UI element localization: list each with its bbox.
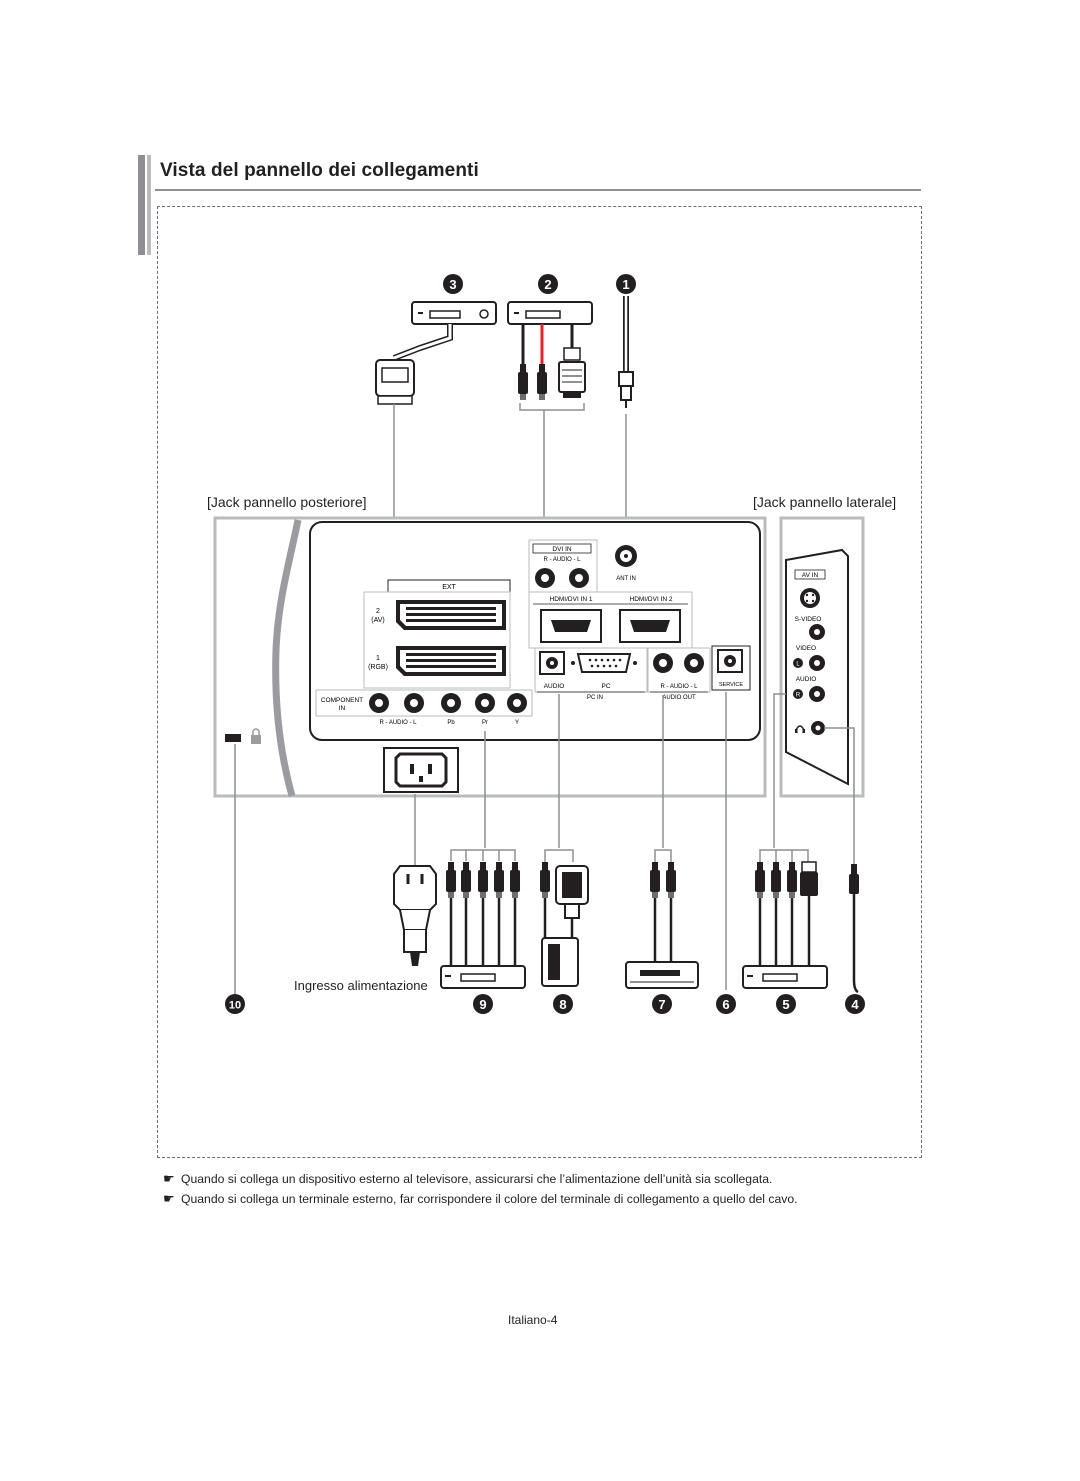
svg-text:2: 2 [544, 277, 551, 292]
svg-text:R - AUDIO - L: R - AUDIO - L [543, 557, 581, 563]
svg-text:SERVICE: SERVICE [719, 682, 743, 688]
hdmi-port-2 [619, 609, 681, 643]
audio-out-cable [625, 849, 699, 989]
callout-2: 2 [538, 274, 558, 294]
svg-text:1: 1 [376, 655, 380, 662]
kensington-slot [225, 734, 241, 742]
side-audio-l-jack [809, 655, 825, 671]
antenna-cable [618, 296, 634, 408]
page-title: Vista del pannello dei collegamenti [160, 160, 479, 181]
hdmi-port-1 [540, 609, 602, 643]
svg-text:HDMI/DVI IN 2: HDMI/DVI IN 2 [630, 596, 673, 603]
pointing-hand-icon: ☛ [163, 1171, 175, 1186]
svg-text:PC IN: PC IN [587, 695, 603, 701]
svg-text:Pr: Pr [482, 720, 488, 726]
svg-text:PC: PC [601, 683, 610, 690]
headphone-cable [849, 864, 859, 994]
svg-text:(AV): (AV) [371, 617, 384, 624]
ant-in-jack: ANT IN [615, 545, 637, 582]
diagram-frame [157, 206, 922, 1158]
svg-text:EXT: EXT [442, 584, 456, 591]
callout-7: 7 [652, 994, 672, 1014]
svg-text:(RGB): (RGB) [368, 664, 388, 671]
device-2 [507, 301, 593, 411]
component-jacks [369, 693, 527, 713]
callout-8: 8 [553, 994, 573, 1014]
svg-text:1: 1 [622, 277, 629, 292]
svg-text:R: R [796, 693, 801, 699]
svg-text:AV IN: AV IN [802, 572, 819, 579]
svg-text:6: 6 [722, 997, 729, 1012]
scart-rgb-port [396, 646, 506, 676]
svg-text:AUDIO OUT: AUDIO OUT [662, 695, 696, 701]
svg-text:COMPONENT: COMPONENT [321, 697, 363, 704]
svg-text:AUDIO: AUDIO [796, 676, 817, 683]
device-3 [375, 301, 497, 405]
svg-text:10: 10 [229, 1000, 241, 1012]
callout-1: 1 [616, 274, 636, 294]
power-cable [393, 865, 437, 966]
audio-out-jacks [653, 653, 704, 673]
svg-text:2: 2 [376, 608, 380, 615]
callout-3: 3 [443, 274, 463, 294]
pc-cable [540, 849, 589, 987]
headphone-jack [811, 721, 825, 735]
note-2: ☛ Quando si collega un terminale esterno,… [163, 1191, 823, 1207]
svg-text:5: 5 [782, 997, 789, 1012]
kensington-lock-icon [251, 728, 261, 744]
svg-text:4: 4 [851, 997, 859, 1012]
cable-lines [234, 692, 855, 995]
power-input-label: Ingresso alimentazione [294, 978, 428, 993]
svg-text:S-VIDEO: S-VIDEO [795, 616, 822, 623]
side-audio-r-jack [809, 686, 825, 702]
component-cable [440, 849, 526, 989]
svg-text:VIDEO: VIDEO [796, 645, 816, 652]
svg-text:7: 7 [658, 997, 665, 1012]
svg-text:L: L [796, 662, 800, 668]
side-panel: AV IN S-VIDEO VIDEO L AUDIO R [779, 516, 865, 798]
svg-text:HDMI/DVI IN 1: HDMI/DVI IN 1 [550, 596, 593, 603]
s-video-jack [800, 588, 820, 608]
note-1: ☛ Quando si collega un dispositivo estern… [163, 1171, 823, 1187]
scart-av-port [396, 600, 506, 630]
power-socket [383, 747, 459, 793]
note-1-text: Quando si collega un dispositivo esterno… [181, 1172, 773, 1186]
headphone-icon [795, 725, 805, 733]
callout-5: 5 [776, 994, 796, 1014]
note-2-text: Quando si collega un terminale esterno, … [181, 1192, 798, 1206]
service-jack [717, 649, 743, 673]
svg-text:9: 9 [479, 997, 486, 1012]
title-accent-bar-light [147, 155, 151, 255]
side-video-jack [809, 624, 825, 640]
callout-10: 10 [225, 994, 245, 1014]
side-av-cable [742, 849, 828, 989]
svg-text:R - AUDIO - L: R - AUDIO - L [660, 684, 698, 690]
callout-6: 6 [716, 994, 736, 1014]
pointing-hand-icon: ☛ [163, 1191, 175, 1206]
svg-text:DVI IN: DVI IN [552, 546, 571, 553]
title-rule [155, 189, 921, 191]
svg-text:8: 8 [559, 997, 566, 1012]
pc-audio-jack [539, 651, 565, 675]
svg-text:Pb: Pb [447, 720, 455, 726]
dvi-audio-jacks [535, 568, 589, 588]
rear-panel: EXT 2 (AV) 1 (RGB) COMPONENT I [213, 516, 767, 798]
page-number: Italiano-4 [508, 1313, 558, 1327]
rear-panel-label: [Jack pannello posteriore] [207, 494, 367, 510]
svg-text:IN: IN [339, 705, 346, 712]
svg-text:AUDIO: AUDIO [544, 683, 565, 690]
svg-text:3: 3 [449, 277, 456, 292]
svg-text:ANT IN: ANT IN [616, 576, 636, 582]
svg-text:Y: Y [515, 720, 519, 726]
side-panel-label: [Jack pannello laterale] [753, 494, 897, 510]
callout-4: 4 [845, 994, 865, 1014]
pc-vga-port [571, 653, 637, 673]
title-accent-bar [138, 155, 145, 255]
callout-9: 9 [473, 994, 493, 1014]
svg-text:R - AUDIO - L: R - AUDIO - L [379, 720, 417, 726]
